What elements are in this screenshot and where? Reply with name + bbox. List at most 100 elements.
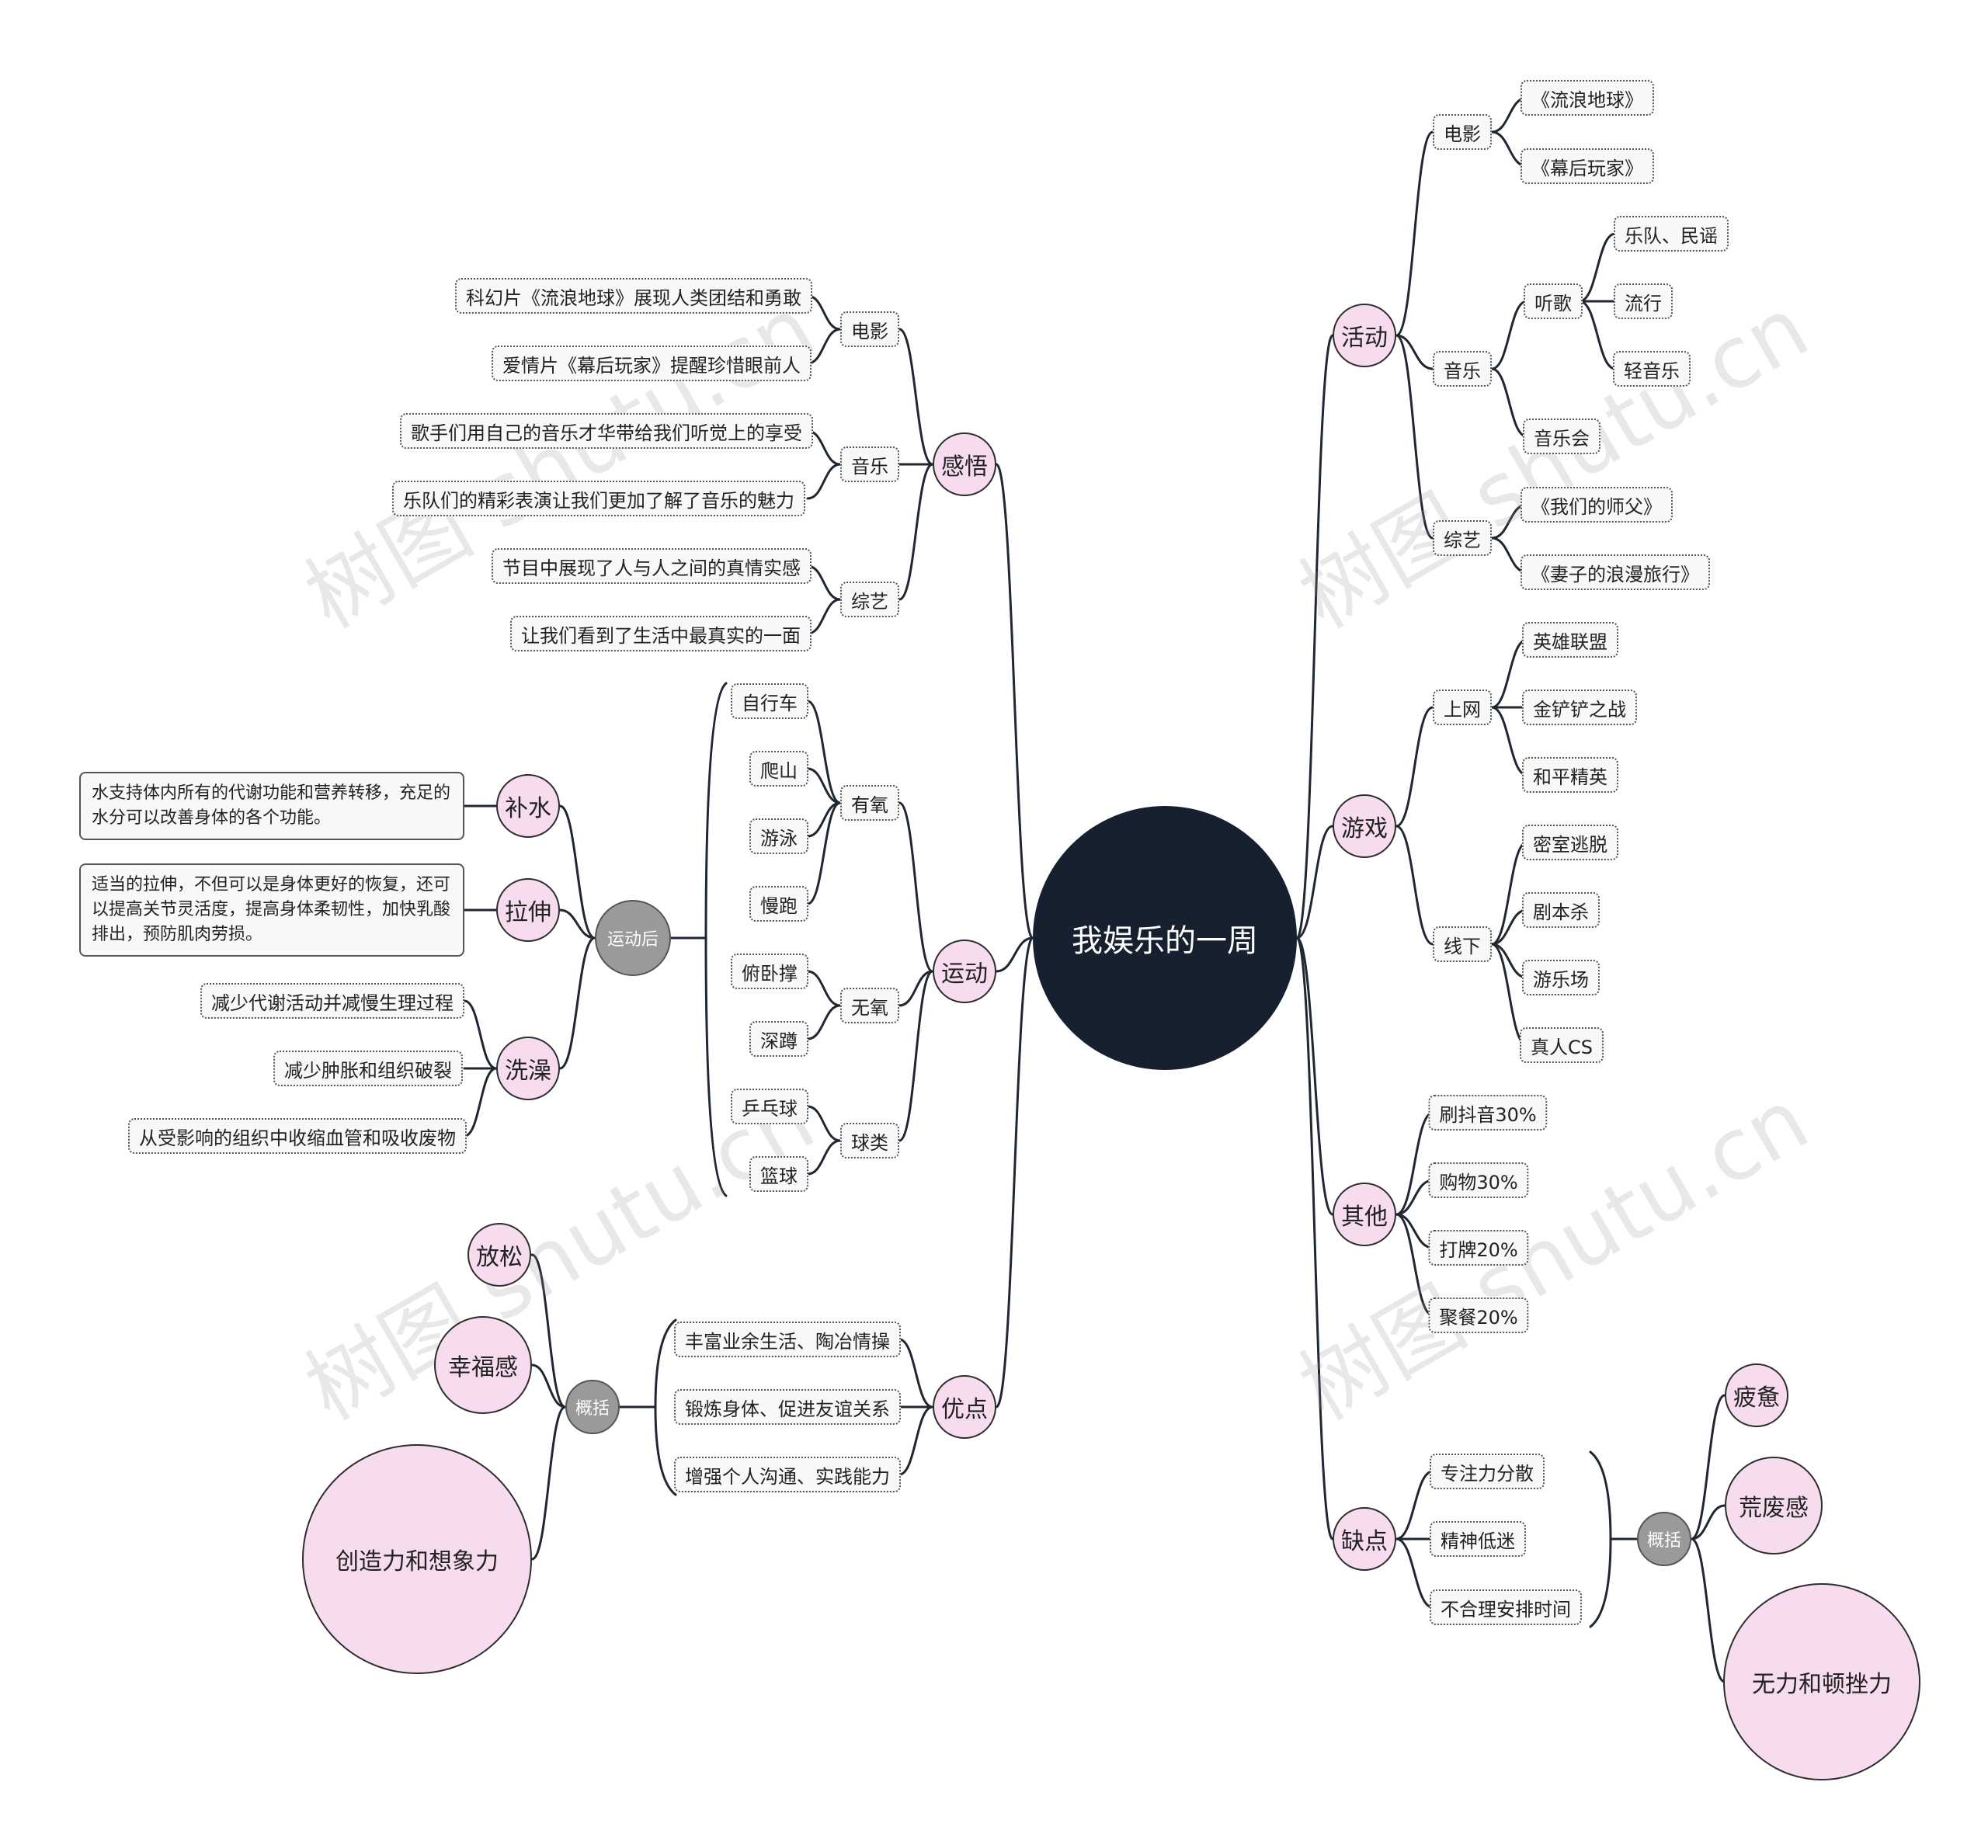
bath-item[interactable]: 从受影响的组织中收缩血管和吸收废物 — [128, 1118, 467, 1154]
insight-variety[interactable]: 综艺 — [840, 582, 899, 617]
topic-pros[interactable]: 优点 — [933, 1375, 996, 1439]
activity-listen-item[interactable]: 流行 — [1614, 283, 1673, 319]
topic-activity[interactable]: 活动 — [1333, 304, 1396, 367]
connector — [806, 700, 842, 804]
activity-variety-item[interactable]: 《妻子的浪漫旅行》 — [1521, 554, 1710, 590]
activity-music[interactable]: 音乐 — [1433, 351, 1492, 387]
activity-movie[interactable]: 电影 — [1433, 114, 1492, 150]
sport-item[interactable]: 乒乓球 — [731, 1089, 808, 1124]
connector — [898, 1338, 934, 1409]
connector — [1690, 1504, 1726, 1541]
cons-item[interactable]: 精神低迷 — [1430, 1521, 1526, 1557]
connector — [995, 463, 1034, 940]
connector — [1490, 367, 1528, 438]
connector — [898, 328, 934, 466]
activity-movie-item[interactable]: 《流浪地球》 — [1521, 80, 1654, 116]
games-offline-item[interactable]: 游乐场 — [1522, 960, 1600, 995]
games-offline-item[interactable]: 剧本杀 — [1522, 892, 1600, 928]
sport-aerobic[interactable]: 有氧 — [840, 785, 899, 821]
insight-note[interactable]: 乐队们的精彩表演让我们更加了解了音乐的魅力 — [392, 481, 805, 516]
root-topic[interactable]: 我娱乐的一周 — [1033, 806, 1297, 1070]
topic-sport[interactable]: 运动 — [933, 940, 996, 1003]
connector — [1395, 1213, 1434, 1249]
bath-item[interactable]: 减少代谢活动并减慢生理过程 — [200, 983, 464, 1019]
activity-variety[interactable]: 综艺 — [1433, 520, 1492, 556]
games-online-item[interactable]: 和平精英 — [1522, 757, 1618, 793]
connector — [1395, 1179, 1434, 1216]
connector — [1690, 1394, 1726, 1541]
insight-movie[interactable]: 电影 — [840, 311, 899, 347]
after-stretch-note: 适当的拉伸，不但可以是身体更好的恢复，还可以提高关节灵活度，提高身体柔韧性，加快… — [79, 863, 464, 957]
connector — [1490, 908, 1528, 946]
pros-summary-item[interactable]: 放松 — [467, 1223, 531, 1287]
after-bath[interactable]: 洗澡 — [496, 1037, 560, 1100]
games-online[interactable]: 上网 — [1433, 690, 1492, 725]
insight-music[interactable]: 音乐 — [840, 446, 899, 482]
other-item[interactable]: 打牌20% — [1428, 1230, 1529, 1266]
cons-item[interactable]: 不合理安排时间 — [1430, 1589, 1582, 1625]
insight-note[interactable]: 节目中展现了人与人之间的真情实感 — [492, 548, 812, 584]
pros-item[interactable]: 锻炼身体、促进友谊关系 — [674, 1389, 901, 1425]
activity-variety-item[interactable]: 《我们的师父》 — [1521, 487, 1673, 523]
games-online-item[interactable]: 金铲铲之战 — [1522, 690, 1637, 725]
sport-item[interactable]: 深蹲 — [749, 1021, 808, 1057]
connector — [1395, 334, 1434, 540]
other-item[interactable]: 聚餐20% — [1428, 1297, 1529, 1333]
insight-note[interactable]: 让我们看到了生活中最真实的一面 — [510, 616, 812, 651]
pros-summary-item[interactable]: 创造力和想象力 — [302, 1444, 532, 1674]
sport-after[interactable]: 运动后 — [595, 900, 671, 976]
sport-item[interactable]: 游泳 — [749, 818, 808, 854]
connector — [530, 1405, 567, 1561]
insight-note[interactable]: 爱情片《幕后玩家》提醒珍惜眼前人 — [492, 346, 812, 381]
sport-item[interactable]: 爬山 — [749, 751, 808, 787]
connector — [1295, 936, 1334, 1216]
pros-summary-item[interactable]: 幸福感 — [434, 1316, 532, 1414]
sport-item[interactable]: 俯卧撑 — [731, 954, 808, 989]
bath-item[interactable]: 减少肿胀和组织破裂 — [273, 1051, 463, 1086]
topic-insight[interactable]: 感悟 — [933, 432, 996, 496]
after-stretch[interactable]: 拉伸 — [496, 878, 560, 942]
sport-item[interactable]: 篮球 — [749, 1156, 808, 1192]
connector — [1690, 1537, 1726, 1683]
sport-anaerobic[interactable]: 无氧 — [840, 988, 899, 1023]
cons-summary[interactable]: 概括 — [1637, 1512, 1691, 1566]
cons-summary-item[interactable]: 荒废感 — [1725, 1457, 1823, 1554]
other-item[interactable]: 刷抖音30% — [1428, 1095, 1548, 1131]
pros-summary[interactable]: 概括 — [565, 1380, 620, 1434]
games-offline-item[interactable]: 密室逃脱 — [1522, 825, 1618, 860]
connector — [558, 936, 596, 1070]
topic-games[interactable]: 游戏 — [1333, 794, 1396, 858]
connector — [1395, 1111, 1434, 1216]
sport-item[interactable]: 慢跑 — [749, 886, 808, 922]
sport-item[interactable]: 自行车 — [731, 683, 808, 719]
insight-note[interactable]: 歌手们用自己的音乐才华带给我们听觉上的享受 — [400, 413, 813, 449]
connector — [806, 598, 842, 635]
sport-ball[interactable]: 球类 — [840, 1123, 899, 1158]
cons-summary-item[interactable]: 无力和顿挫力 — [1723, 1583, 1920, 1780]
cons-summary-item[interactable]: 疲惫 — [1725, 1363, 1788, 1427]
after-hydrate[interactable]: 补水 — [496, 774, 560, 838]
activity-listen[interactable]: 听歌 — [1524, 283, 1583, 319]
games-offline[interactable]: 线下 — [1433, 926, 1492, 962]
activity-concert[interactable]: 音乐会 — [1523, 419, 1600, 454]
cons-item[interactable]: 专注力分散 — [1430, 1454, 1545, 1489]
games-online-item[interactable]: 英雄联盟 — [1522, 622, 1618, 658]
other-item[interactable]: 购物30% — [1428, 1162, 1529, 1198]
activity-movie-item[interactable]: 《幕后玩家》 — [1521, 148, 1654, 184]
connector — [1395, 334, 1434, 370]
topic-other[interactable]: 其他 — [1333, 1183, 1396, 1246]
insight-note[interactable]: 科幻片《流浪地球》展现人类团结和勇敢 — [455, 278, 812, 314]
connector — [806, 1139, 842, 1176]
games-offline-item[interactable]: 真人CS — [1520, 1027, 1604, 1063]
connector — [806, 463, 842, 500]
topic-cons[interactable]: 缺点 — [1333, 1507, 1396, 1571]
pros-item[interactable]: 增强个人沟通、实践能力 — [674, 1457, 901, 1492]
pros-item[interactable]: 丰富业余生活、陶冶情操 — [674, 1322, 901, 1357]
connector — [806, 801, 842, 905]
connector — [898, 1405, 934, 1476]
connector — [1578, 300, 1617, 370]
connector — [806, 564, 842, 601]
connector — [1490, 841, 1528, 946]
activity-listen-item[interactable]: 乐队、民谣 — [1614, 216, 1729, 252]
activity-listen-item[interactable]: 轻音乐 — [1613, 351, 1691, 387]
